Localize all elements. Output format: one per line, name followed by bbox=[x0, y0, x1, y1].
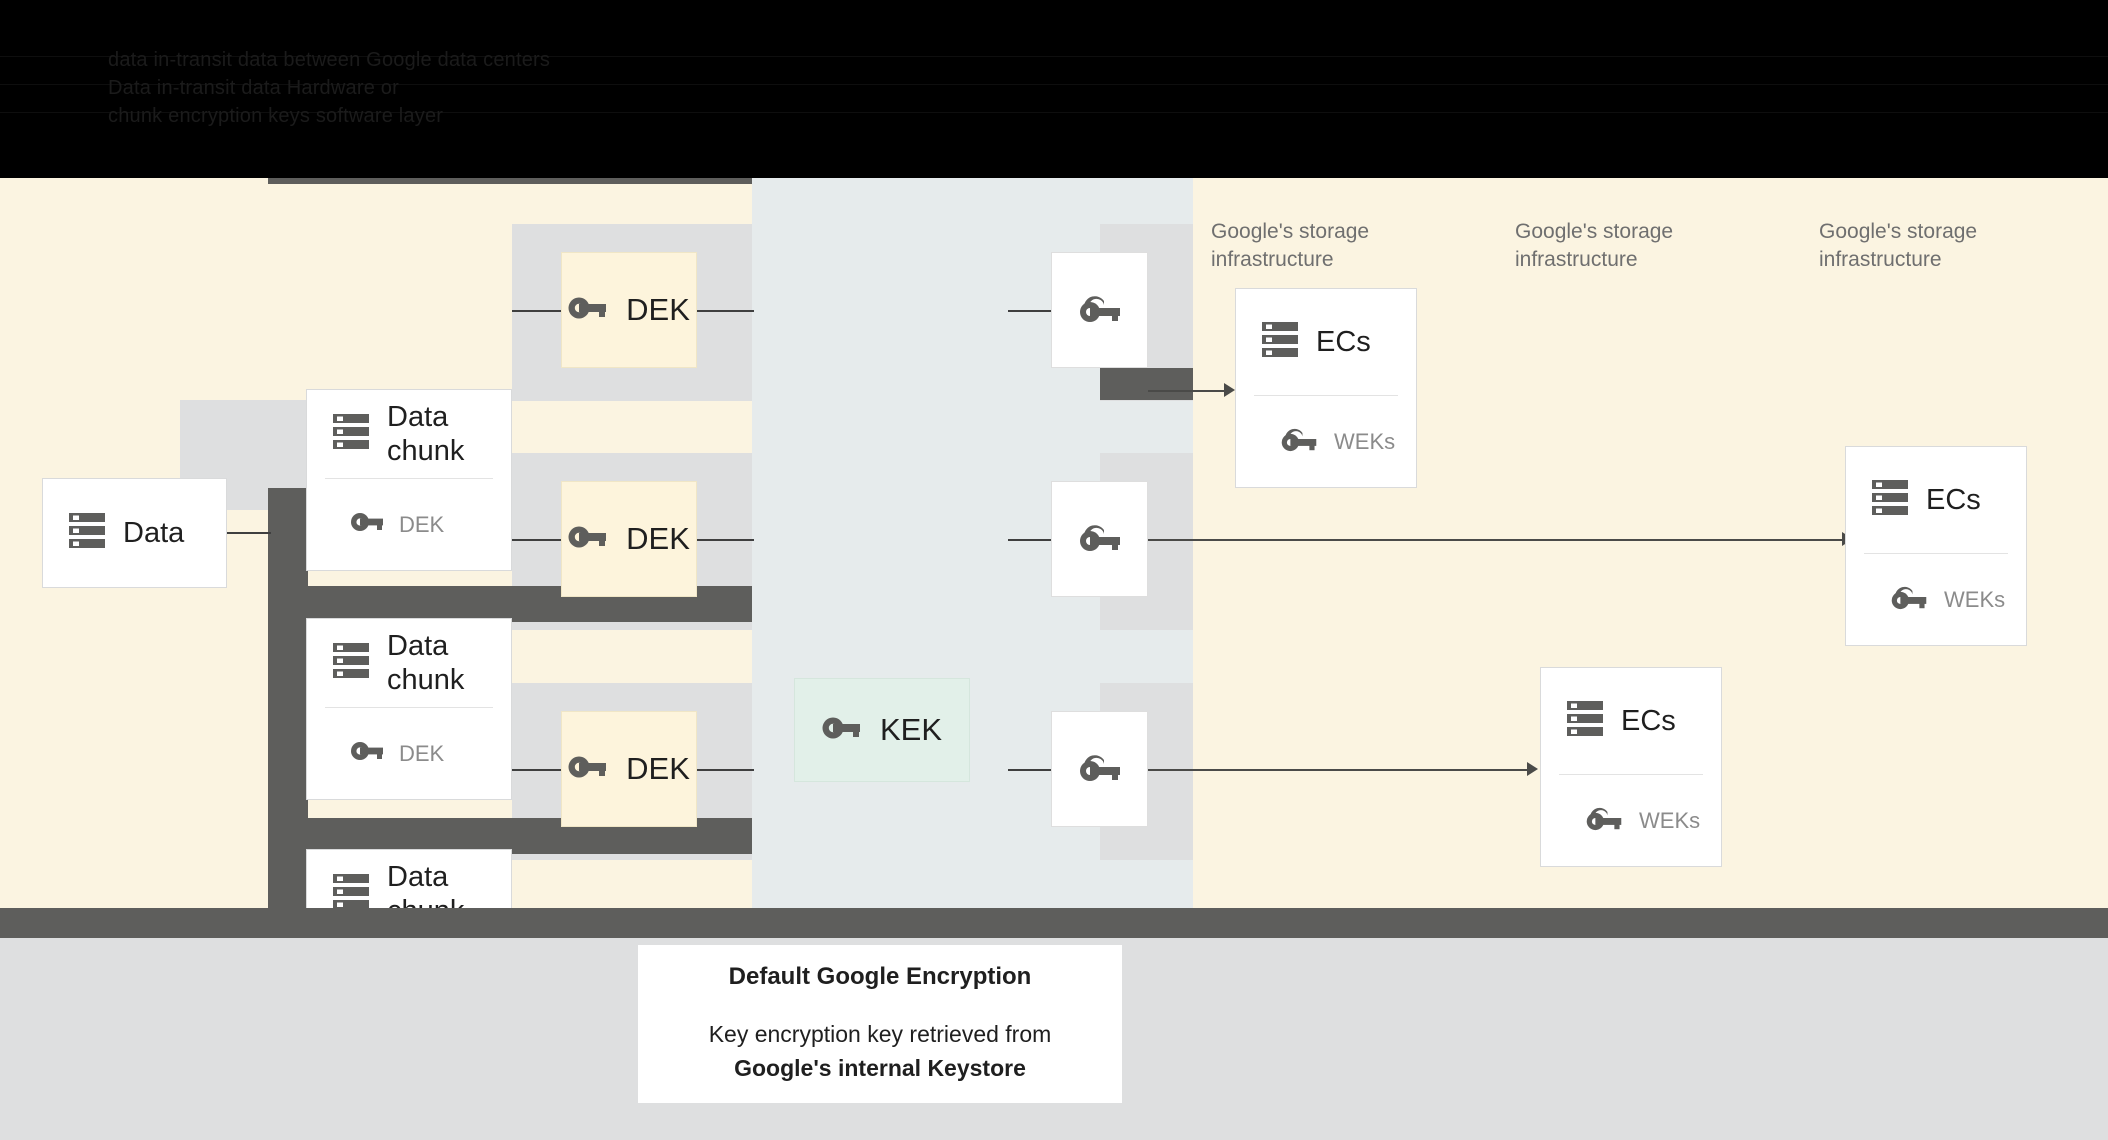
keybox-wrapped-1[interactable] bbox=[1051, 252, 1148, 368]
storage-icon bbox=[333, 641, 369, 686]
arrow-line-to-ecs-2 bbox=[1148, 539, 1848, 541]
wrapped-key-icon bbox=[1078, 752, 1122, 787]
key-icon bbox=[351, 740, 383, 767]
card-data-chunk-1-sub: DEK bbox=[325, 478, 493, 570]
footer-divider bbox=[0, 908, 2108, 938]
fanout-bracket-top-cap bbox=[268, 178, 752, 184]
wrapped-key-icon bbox=[1585, 805, 1623, 836]
diagram-canvas: Data Data chunk bbox=[0, 178, 2108, 908]
chip-dek-3-label: DEK bbox=[626, 751, 690, 786]
card-data-source-main: Data bbox=[43, 479, 226, 587]
chip-kek[interactable]: KEK bbox=[794, 678, 970, 782]
arrow-head-to-ecs-3 bbox=[1527, 762, 1538, 776]
card-data-chunk-2-sub: DEK bbox=[325, 707, 493, 799]
header-redacted-line-1: data in-transit data between Google data… bbox=[108, 49, 551, 71]
key-icon bbox=[568, 295, 607, 326]
keybox-1-dark-stub bbox=[1100, 368, 1193, 400]
storage-icon bbox=[1567, 699, 1603, 744]
caption-body: Key encryption key retrieved from Google… bbox=[709, 1017, 1052, 1086]
card-data-source[interactable]: Data bbox=[42, 478, 227, 588]
card-data-chunk-2-main: Data chunk bbox=[307, 619, 511, 707]
card-ecs-1-main: ECs bbox=[1236, 289, 1416, 395]
card-ecs-2[interactable]: ECs WEKs bbox=[1845, 446, 2027, 646]
connector-chunk2-to-dek2 bbox=[512, 539, 561, 541]
connector-chunk1-to-dek1 bbox=[512, 310, 561, 312]
card-ecs-2-sub: WEKs bbox=[1864, 553, 2008, 645]
chip-dek-2[interactable]: DEK bbox=[561, 481, 697, 597]
card-ecs-1-title: ECs bbox=[1316, 325, 1371, 358]
header-bottom-bar bbox=[250, 155, 2108, 178]
card-data-chunk-2-sub-label: DEK bbox=[399, 740, 445, 766]
card-data-chunk-1[interactable]: Data chunk DEK bbox=[306, 389, 512, 571]
key-icon bbox=[568, 524, 607, 555]
connector-dek3-to-keybox3 bbox=[697, 769, 754, 771]
card-data-chunk-2[interactable]: Data chunk DEK bbox=[306, 618, 512, 800]
storage-icon bbox=[1872, 478, 1908, 523]
card-ecs-3-main: ECs bbox=[1541, 668, 1721, 774]
caption-title: Default Google Encryption bbox=[728, 962, 1032, 990]
card-ecs-2-sub-label: WEKs bbox=[1944, 586, 2006, 612]
connector-data-to-bracket bbox=[227, 532, 271, 534]
chip-dek-3[interactable]: DEK bbox=[561, 711, 697, 827]
caption-body-line1: Key encryption key retrieved from bbox=[708, 1020, 1052, 1047]
card-ecs-2-title: ECs bbox=[1926, 483, 1981, 516]
infra-label-3: Google's storage infrastructure bbox=[1819, 220, 1978, 271]
connector-chunk3-to-dek3 bbox=[512, 769, 561, 771]
connector-kek-stub-1 bbox=[1008, 310, 1051, 312]
connector-kek-stub-3 bbox=[1008, 769, 1051, 771]
header-redacted-line-2: Data in-transit data Hardware or bbox=[108, 77, 399, 99]
key-icon bbox=[568, 754, 607, 785]
chip-dek-2-label: DEK bbox=[626, 521, 690, 556]
redacted-header-band: data in-transit data between Google data… bbox=[0, 0, 2108, 178]
storage-icon bbox=[333, 412, 369, 457]
card-ecs-1-sub-label: WEKs bbox=[1334, 428, 1396, 454]
card-data-chunk-1-title: Data chunk bbox=[387, 400, 465, 467]
connector-dek1-to-keybox1 bbox=[697, 310, 754, 312]
connector-kek-stub-2 bbox=[1008, 539, 1051, 541]
card-ecs-1-sub: WEKs bbox=[1254, 395, 1398, 487]
arrow-line-to-ecs-3 bbox=[1148, 769, 1533, 771]
chip-dek-1-label: DEK bbox=[626, 292, 690, 327]
card-ecs-2-main: ECs bbox=[1846, 447, 2026, 553]
wrapped-key-icon bbox=[1280, 426, 1318, 457]
storage-icon bbox=[1262, 320, 1298, 365]
card-data-chunk-1-sub-label: DEK bbox=[399, 511, 445, 537]
arrow-head-to-ecs-1 bbox=[1224, 383, 1235, 397]
infra-label-1: Google's storage infrastructure bbox=[1211, 220, 1370, 271]
connector-dek2-to-keybox2 bbox=[697, 539, 754, 541]
storage-icon bbox=[333, 872, 369, 908]
key-icon bbox=[822, 715, 860, 746]
wrapped-key-icon bbox=[1078, 293, 1122, 328]
card-ecs-3[interactable]: ECs WEKs bbox=[1540, 667, 1722, 867]
header-redacted-line-3: chunk encryption keys software layer bbox=[108, 105, 444, 127]
card-ecs-3-sub: WEKs bbox=[1559, 774, 1703, 866]
wrapped-key-icon bbox=[1078, 522, 1122, 557]
caption-body-line2: Google's internal Keystore bbox=[734, 1055, 1026, 1081]
keybox-wrapped-2[interactable] bbox=[1051, 481, 1148, 597]
wrapped-key-icon bbox=[1890, 584, 1928, 615]
card-ecs-3-title: ECs bbox=[1621, 704, 1676, 737]
caption-card: Default Google Encryption Key encryption… bbox=[638, 945, 1122, 1103]
card-data-chunk-1-main: Data chunk bbox=[307, 390, 511, 478]
chip-kek-label: KEK bbox=[879, 712, 943, 747]
card-data-chunk-2-title: Data chunk bbox=[387, 629, 465, 696]
chip-dek-1[interactable]: DEK bbox=[561, 252, 697, 368]
keybox-wrapped-3[interactable] bbox=[1051, 711, 1148, 827]
card-data-chunk-3[interactable]: Data chunk DEK bbox=[306, 849, 512, 908]
card-data-source-title: Data bbox=[123, 516, 185, 549]
infra-label-2: Google's storage infrastructure bbox=[1515, 220, 1674, 271]
card-data-chunk-3-main: Data chunk bbox=[307, 850, 511, 908]
arrow-line-to-ecs-1 bbox=[1148, 390, 1230, 392]
card-data-chunk-3-title: Data chunk bbox=[387, 860, 464, 908]
key-icon bbox=[351, 511, 383, 538]
card-ecs-1[interactable]: ECs WEKs bbox=[1235, 288, 1417, 488]
storage-icon bbox=[69, 511, 105, 556]
card-ecs-3-sub-label: WEKs bbox=[1639, 807, 1701, 833]
